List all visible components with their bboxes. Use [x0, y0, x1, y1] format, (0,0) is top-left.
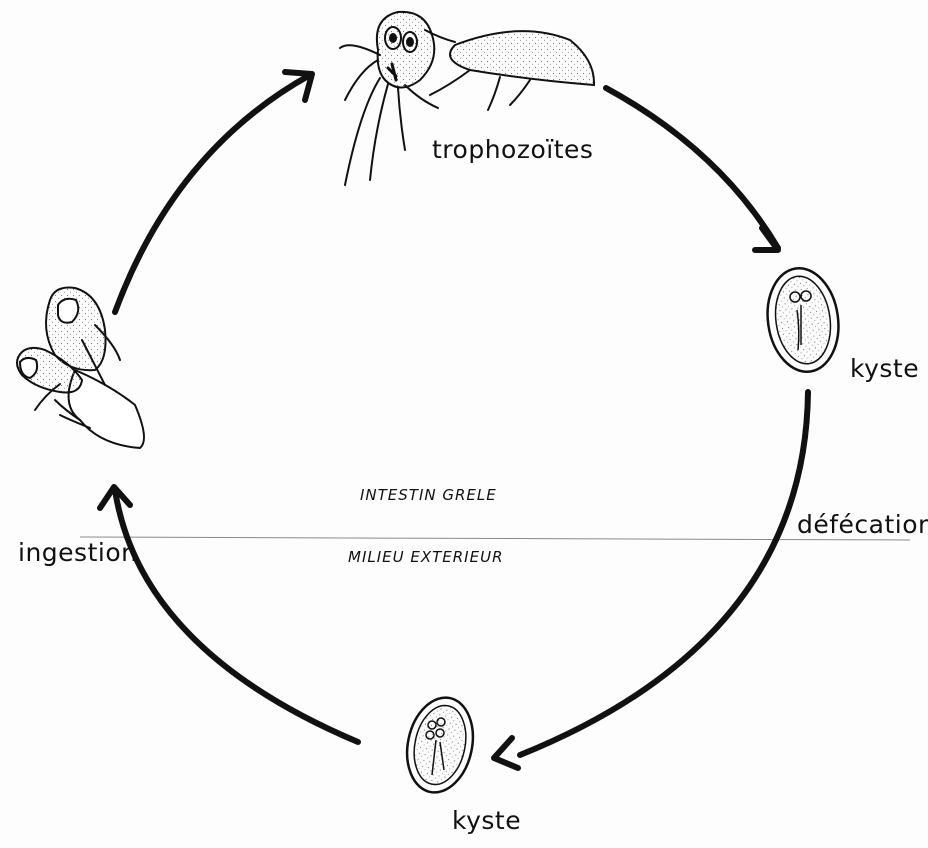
- label-cyst-right: kyste: [850, 356, 919, 381]
- cyst-bottom-illustration: [399, 691, 482, 798]
- boundary-line: [80, 537, 910, 540]
- label-defecation: défécation: [797, 512, 928, 537]
- cycle-arrows: [100, 72, 808, 768]
- arrowhead-cyst-bottom: [494, 738, 518, 768]
- arrow-cyst-to-defecation: [520, 392, 808, 755]
- label-trophozoites: trophozoïtes: [432, 137, 593, 162]
- cyst-right-illustration: [761, 264, 845, 377]
- label-zone-external-environment: MILIEU EXTERIEUR: [348, 550, 504, 565]
- label-cyst-bottom: kyste: [452, 808, 521, 833]
- excystation-illustration: [17, 288, 144, 449]
- label-zone-small-intestine: INTESTIN GRELE: [360, 488, 497, 503]
- label-ingestion: ingestion: [18, 540, 137, 565]
- arrow-cyst-to-ingestion: [115, 490, 358, 742]
- arrow-trophozoites-to-cyst: [606, 88, 778, 248]
- arrow-ingestion-to-trophozoites: [115, 75, 310, 312]
